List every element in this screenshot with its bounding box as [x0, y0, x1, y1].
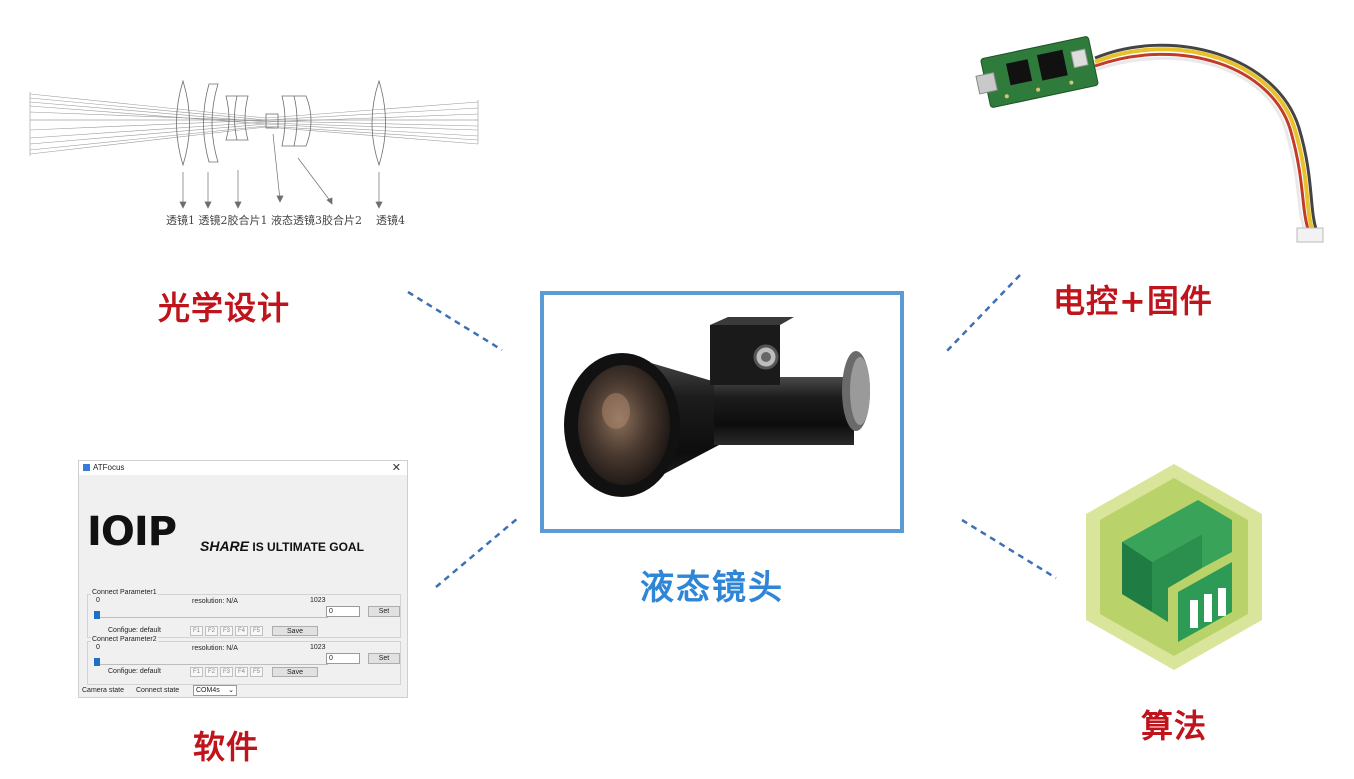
- slogan: SHARE IS ULTIMATE GOAL: [200, 538, 364, 554]
- set-button[interactable]: Set: [368, 653, 400, 664]
- value-input[interactable]: 0: [326, 653, 360, 664]
- f5-button[interactable]: F5: [250, 667, 263, 677]
- camera-state-label: Camera state: [82, 687, 125, 694]
- slogan-rest: IS ULTIMATE GOAL: [252, 540, 364, 554]
- connect-parameter-group-2: Connect Parameter2 0 resolution: N/A 102…: [87, 636, 401, 685]
- control-board-image: [975, 36, 1324, 243]
- lens-label-5: 胶合片2: [322, 214, 362, 227]
- optical-design-diagram: 透镜1 透镜2胶合片1 液态透镜3胶合片2 透镜4: [28, 78, 484, 228]
- liquid-lens-image: [564, 317, 870, 497]
- lens-label-1: 透镜1: [166, 214, 195, 227]
- label-electronics-firmware: 电控+固件: [1053, 282, 1213, 320]
- value-input[interactable]: 0: [326, 606, 360, 617]
- cable-connector: [1296, 227, 1324, 243]
- resolution-text: resolution: N/A: [192, 598, 238, 605]
- lens-ray-diagram: [29, 79, 479, 209]
- slider-thumb[interactable]: [94, 611, 100, 619]
- port-select[interactable]: COM4s ⌄: [193, 685, 237, 696]
- f3-button[interactable]: F3: [220, 667, 233, 677]
- f1-button[interactable]: F1: [190, 626, 203, 636]
- f2-button[interactable]: F2: [205, 667, 218, 677]
- port-value: COM4s: [196, 687, 220, 694]
- f5-button[interactable]: F5: [250, 626, 263, 636]
- configue-text: Configue: default: [108, 627, 161, 634]
- window-title: ATFocus: [93, 463, 125, 472]
- software-window: ATFocus ✕ IOIP SHARE IS ULTIMATE GOAL Co…: [78, 460, 408, 698]
- lens-label-4: 液态透镜3: [271, 214, 322, 227]
- lens-label-2: 透镜2: [198, 214, 228, 227]
- resolution-text: resolution: N/A: [192, 645, 238, 652]
- connector-optics: [407, 290, 503, 352]
- f2-button[interactable]: F2: [205, 626, 218, 636]
- slider-max: 1023: [310, 644, 326, 651]
- lens-label-6: 透镜4: [376, 214, 405, 227]
- f3-button[interactable]: F3: [220, 626, 233, 636]
- slider-min: 0: [96, 597, 100, 604]
- connector-algorithm: [961, 518, 1057, 580]
- connector-software: [435, 517, 519, 588]
- parameter-slider[interactable]: [94, 617, 328, 618]
- f1-button[interactable]: F1: [190, 667, 203, 677]
- save-button[interactable]: Save: [272, 667, 318, 677]
- ioip-logo: IOIP: [87, 509, 177, 555]
- configue-text: Configue: default: [108, 668, 161, 675]
- slider-max: 1023: [310, 597, 326, 604]
- label-optical-design: 光学设计: [158, 289, 291, 327]
- algorithm-icon: [1086, 464, 1262, 670]
- label-software: 软件: [193, 728, 260, 766]
- connect-parameter-group-1: Connect Parameter1 0 resolution: N/A 102…: [87, 589, 401, 638]
- slider-thumb[interactable]: [94, 658, 100, 666]
- cable: [1094, 47, 1315, 233]
- lens-labels: 透镜1 透镜2胶合片1 液态透镜3胶合片2 透镜4: [166, 212, 405, 228]
- pcb: [980, 36, 1099, 108]
- lens-label-3: 胶合片1: [227, 214, 268, 227]
- set-button[interactable]: Set: [368, 606, 400, 617]
- app-icon: [83, 464, 90, 471]
- parameter-slider[interactable]: [94, 664, 328, 665]
- close-icon[interactable]: ✕: [391, 462, 401, 474]
- group-title: Connect Parameter2: [91, 636, 158, 643]
- label-algorithm: 算法: [1141, 707, 1208, 745]
- f4-button[interactable]: F4: [235, 667, 248, 677]
- slider-min: 0: [96, 644, 100, 651]
- connect-state-label: Connect state: [136, 687, 180, 694]
- save-button[interactable]: Save: [272, 626, 318, 636]
- label-liquid-lens: 液态镜头: [640, 568, 784, 608]
- window-titlebar: ATFocus ✕: [79, 461, 407, 475]
- liquid-lens-frame: [540, 291, 904, 533]
- connector-electronics: [943, 274, 1021, 355]
- group-title: Connect Parameter1: [91, 589, 158, 596]
- slogan-share: SHARE: [200, 538, 250, 554]
- chevron-down-icon: ⌄: [228, 687, 234, 694]
- f4-button[interactable]: F4: [235, 626, 248, 636]
